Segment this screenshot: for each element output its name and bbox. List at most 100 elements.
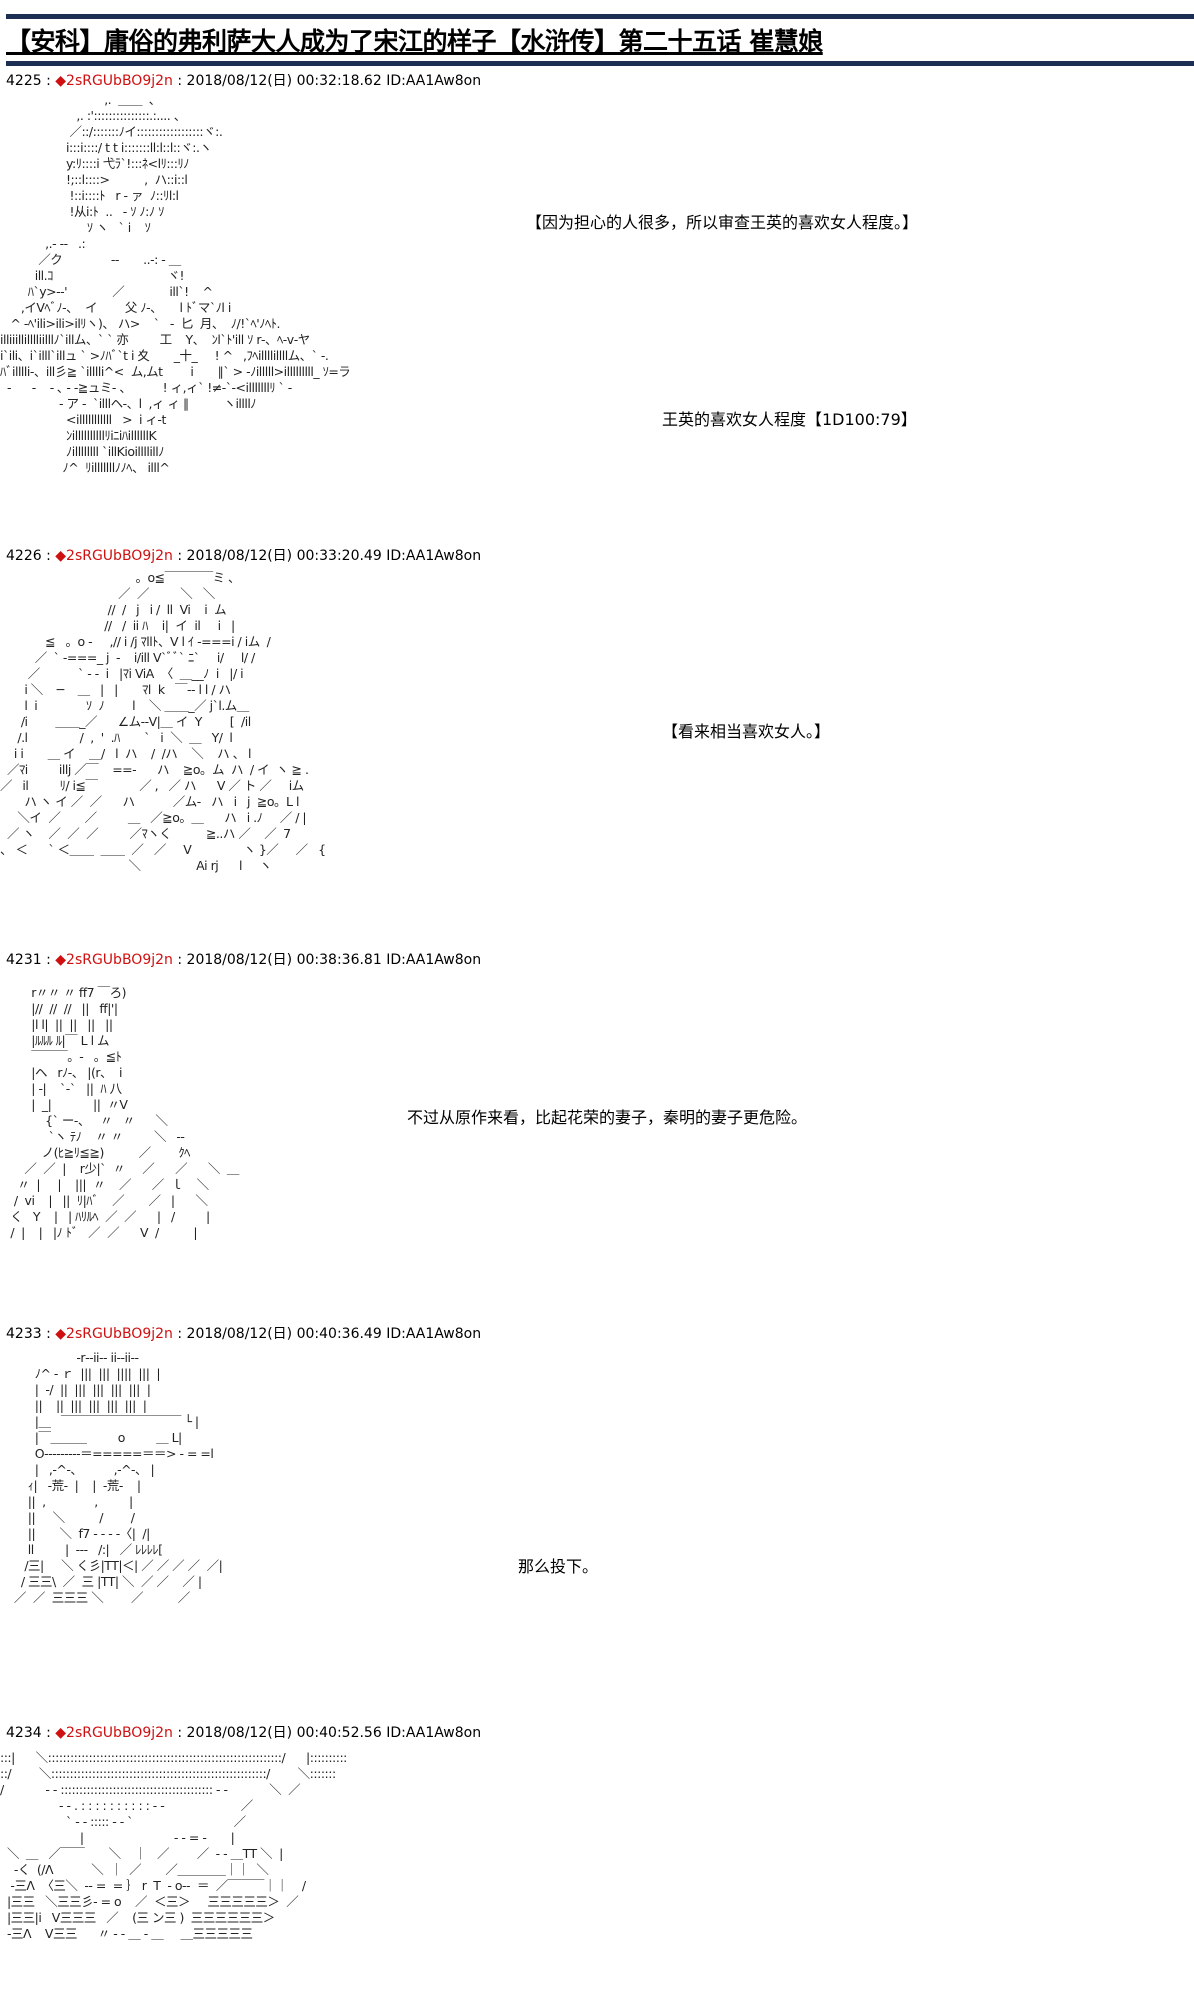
ascii-art-line: ` ‐ - ::::: - ‐ ` ／ <box>0 1814 246 1829</box>
post-header: 4231 : ◆2sRGUbBO9j2n : 2018/08/12(日) 00:… <box>6 949 481 969</box>
ascii-art-line: ／::/:::::::ﾉイ::::::::::::::::::ヾ:. <box>0 124 223 139</box>
ascii-art-line: ‐く (/Λ ＼ ｜ ／ ／＿＿＿＿｜｜ ＼ <box>0 1862 269 1877</box>
ascii-art-line: / 三三\ ／ 三 |TT| ＼ ／ ／ ／ | <box>0 1574 202 1589</box>
ascii-art: ,. ＿＿ ､ ,. :':::::::::::::::.:.... 、 ／::… <box>0 92 351 476</box>
post-number[interactable]: 4233 <box>6 1326 42 1342</box>
separator: : <box>41 1725 56 1741</box>
top-divider <box>6 14 1194 19</box>
separator: : <box>172 952 187 968</box>
post-header: 4225 : ◆2sRGUbBO9j2n : 2018/08/12(日) 00:… <box>6 70 481 90</box>
ascii-art-line: | ,‐^‐、 ,‐^‐、 | <box>0 1462 155 1477</box>
poster-trip: ◆2sRGUbBO9j2n <box>55 952 173 968</box>
ascii-art-line: ＼イ ／ ／ ＿ ／≧o。＿ ハ i .ﾉ ／ / | <box>0 810 307 825</box>
ascii-art-line: <illlllllllll > i ィ‐t <box>0 412 166 427</box>
post-number[interactable]: 4231 <box>6 952 42 968</box>
ascii-art-line: ／ ／ 三三三 ＼ ／ ／ <box>0 1590 190 1605</box>
title-divider <box>6 61 1194 66</box>
ascii-art-line: !;::l::::> , ハ::i::l <box>0 172 188 187</box>
ascii-art-line: // / ii ﾊ i| イ il i | <box>0 618 235 633</box>
ascii-art-line: ｨ| ‐荒‐ | | ‐荒‐ | <box>0 1478 141 1493</box>
post-date-id: 2018/08/12(日) 00:40:52.56 ID:AA1Aw8on <box>186 1725 482 1741</box>
ascii-art-line: く Y | | ﾊﾘﾙﾍ ／ ／ | / | <box>0 1209 210 1224</box>
ascii-art-line: ^ ‐ﾍ'ili>ili>ilﾘヽ)、 ハ> ` ‐ 匕 月、 ﾉ/!`ﾍ'ﾉﾍ… <box>0 316 280 331</box>
ascii-art-line: || , , | <box>0 1494 133 1509</box>
ascii-art-line: / | | |ﾉ ﾄﾞ ／ ／ V / | <box>0 1225 198 1240</box>
ascii-art-line: ￣￣￣。‐ 。≦ﾄ <box>0 1049 122 1064</box>
ascii-art-line: i:::i::::/ t t i:::::::ll:l::l::ヾ:.ヽ <box>0 140 212 155</box>
ascii-art-line: ‐r‐-ii‐‐ ii‐-ii‐‐ <box>0 1350 139 1365</box>
ascii-art: :::| ＼::::::::::::::::::::::::::::::::::… <box>0 1750 347 1942</box>
ascii-art-line: | ‐/ || ||| ||| ||| ||| | <box>0 1382 151 1397</box>
ascii-art-line: ,. :':::::::::::::::.:.... 、 <box>0 108 186 123</box>
ascii-art-line: ／ ` ‐===_ j ‐ i/ill V`ﾞﾞ` ﾆ` i/ l/ / <box>0 650 256 665</box>
ascii-art-line: `ヽ ﾃﾉ 〃 〃 ＼ ‐‐ <box>0 1129 185 1144</box>
ascii-art-line: i ＼ ─ ＿ | | ﾏl k ￣‐‐ l l / ハ <box>0 682 231 697</box>
ascii-art-line: |三三 ＼三三彡‐ = o ／ ＜三＞ 三三三三三＞ ／ <box>0 1894 299 1909</box>
poster-trip: ◆2sRGUbBO9j2n <box>55 1725 173 1741</box>
separator: : <box>41 548 56 564</box>
ascii-art-line: O‐‐‐‐‐‐‐‐‐＝=====＝＝> ‐ = =l <box>0 1446 214 1461</box>
post-number[interactable]: 4226 <box>6 548 42 564</box>
ascii-art-line: 、 ＜ ` ＜＿＿ ＿＿ ／ ／ V ヽ }／ ／ { <box>0 842 326 857</box>
narration-text: 【看来相当喜欢女人。】 <box>662 722 831 741</box>
ascii-art-line: ｿ ヽ ` i ｿ <box>0 220 151 235</box>
page-title: 【安科】庸俗的弗利萨大人成为了宋江的样子【水浒传】第二十五话 崔慧娘 <box>6 27 823 56</box>
ascii-art-line: ,.- ‐‐ .: <box>0 236 86 251</box>
narration-text: 王英的喜欢女人程度【1D100:79】 <box>662 410 917 429</box>
ascii-art-line: y:ﾘ::::i 弋ﾗ`!:::ﾈ<lﾘ:::ﾘﾉ <box>0 156 189 171</box>
ascii-art-line: ‐ ‐ ‐ ､ ‐ ‐≧ュミ‐ 、 ! ィ,ィ` !≠‐`‐<illlllllﾘ… <box>0 380 292 395</box>
ascii-art-line: /i ＿＿_／ ∠ム‐‐V|＿ イ Y [ /il <box>0 714 251 729</box>
ascii-art-line: |三三|i V三三三 ／ (三 ン三 ) 三三三三三三＞ <box>0 1910 275 1925</box>
separator: : <box>41 952 56 968</box>
ascii-art-line: !从i:ﾄ .. ‐ ｿ ﾉ:ﾉ ｿ <box>0 204 164 219</box>
ascii-art-line: /.l / , ' .ﾊ ` i ＼ ＿ Y/ l <box>0 730 233 745</box>
ascii-art-line: ill.ｺ ヾ! <box>0 268 185 283</box>
post-number[interactable]: 4225 <box>6 73 42 89</box>
ascii-art-line: /三| ＼ く彡|TT|＜| ／ ／ ／ ／ ／| <box>0 1558 223 1573</box>
ascii-art-line: ‐ ‐ . : : : : : : : : : : ‐ ‐ ／ <box>0 1798 253 1813</box>
ascii-art-line: |＿ ￣￣￣￣￣￣￣￣￣￣ └ | <box>0 1414 199 1429</box>
separator: : <box>172 1326 187 1342</box>
ascii-art-line: |ヘ rﾉ‐、 |(r、 i <box>0 1065 122 1080</box>
separator: : <box>172 1725 187 1741</box>
ascii-art-line: ,イVﾍﾞﾉ‐、 イ 父 ﾉ-、 l ﾄﾞマ`ﾉl i <box>0 300 232 315</box>
ascii-art-line: ノ(ﾋ≧ﾘ≦≧) ／ ｸﾍ <box>0 1145 191 1160</box>
ascii-art-line: i i ＿ イ ＿/ l ハ / /ハ ＼ ハ 、 l <box>0 746 252 761</box>
ascii-art-line: !::i::::ﾄ r ‐ ァ ﾉ::ﾘl:l <box>0 188 179 203</box>
narration-text: 【因为担心的人很多，所以审查王英的喜欢女人程度。】 <box>526 213 919 232</box>
ascii-art-line: ll | ‐‐‐ /:| ／ ﾚﾚﾚﾚ[ <box>0 1542 163 1557</box>
ascii-art: ‐r‐-ii‐‐ ii‐-ii‐‐ ﾉ^ ‐ ｒ ||| ||| |||| ||… <box>0 1350 223 1606</box>
ascii-art-line: ／ ／ ＼ ＼ <box>0 586 215 601</box>
ascii-art-line: :::| ＼::::::::::::::::::::::::::::::::::… <box>0 1750 347 1765</box>
ascii-art-line: ‐三Λ 〈三＼ ‐‐ = = ｝ r T ‐ o‐‐ ＝ ／￣￣￣｜｜ / <box>0 1878 306 1893</box>
ascii-art-line: ::/ ＼:::::::::::::::::::::::::::::::::::… <box>0 1766 336 1781</box>
ascii-art-line: ﾊ`y>‐‐' ／ ill`! ^ <box>0 284 213 299</box>
post-date-id: 2018/08/12(日) 00:40:36.49 ID:AA1Aw8on <box>186 1326 482 1342</box>
ascii-art-line: ハ ヽ イ ／ ／ ハ ／ム‐ ハ i j ≧o。L l <box>0 794 299 809</box>
ascii-art-line: / vi | || ﾘ|ﾊﾞ ／ ／ | ＼ <box>0 1193 208 1208</box>
ascii-art-line: |l l| || || || || <box>0 1017 113 1032</box>
ascii-art-line: || ＼ / / <box>0 1510 135 1525</box>
ascii-art-line: ‐ ア ‐ `illlヘ‐、l ,ィ ィ ∥ ヽillllﾉ <box>0 396 257 411</box>
ascii-art: r〃〃 〃 ff7 ￣ろ) |// // // || ff|'| |l l| |… <box>0 985 239 1241</box>
ascii-art-line: ﾉ^ ﾘilllllllﾉﾉﾍ、 illl^ <box>0 460 170 475</box>
ascii-art-line: ／ il ﾘ/ i≦￣ ／ , ／ ハ V ／ ト ／ iム <box>0 778 304 793</box>
ascii-art-line: ≦ 。o ‐ ,// i /j ﾏllﾄ、V l ｲ ‐===i / iム / <box>0 634 271 649</box>
post-number[interactable]: 4234 <box>6 1725 42 1741</box>
ascii-art: 。o≦￣￣￣￣ミ 、 ／ ／ ＼ ＼ // / j i / ll Vi i ム … <box>0 570 326 874</box>
narration-text: 不过从原作来看，比起花荣的妻子，秦明的妻子更危险。 <box>407 1108 808 1127</box>
ascii-art-line: | ‐| `‐` || ﾊ 八 <box>0 1081 122 1096</box>
ascii-art-line: ／ ／ | r少|` 〃 ／ ／ ＼ ＿ <box>0 1161 239 1176</box>
separator: : <box>41 1326 56 1342</box>
ascii-art-line: i`ili、i`illl`illュ ` >ﾉﾊﾞ`t i 夊 _十_ ! ^ ,… <box>0 348 329 363</box>
ascii-art-line: |// // // || ff|'| <box>0 1001 118 1016</box>
ascii-art-line: l i ｿ ﾉ l ＼ ＿＿_／ j`l.ム＿ <box>0 698 249 713</box>
post-date-id: 2018/08/12(日) 00:33:20.49 ID:AA1Aw8on <box>186 548 482 564</box>
ascii-art-line: ‐三Λ V三三 〃 ‐ ‐ ＿ ‐ ＿ ＿三三三三三 <box>0 1926 253 1941</box>
post-header: 4233 : ◆2sRGUbBO9j2n : 2018/08/12(日) 00:… <box>6 1323 481 1343</box>
ascii-art-line: ／ ` ‐ ‐ i |ﾏi ViA 〈 ＿__ﾉ i |/ i <box>0 666 244 681</box>
separator: : <box>41 73 56 89</box>
ascii-art-line: {` ー-、 〃 〃 ＼ <box>0 1113 168 1128</box>
ascii-art-line: ＼ Ai rj l ヽ <box>0 858 272 873</box>
ascii-art-line: || ＼ f7 ‐ ‐ ‐ ‐〈| /| <box>0 1526 151 1541</box>
